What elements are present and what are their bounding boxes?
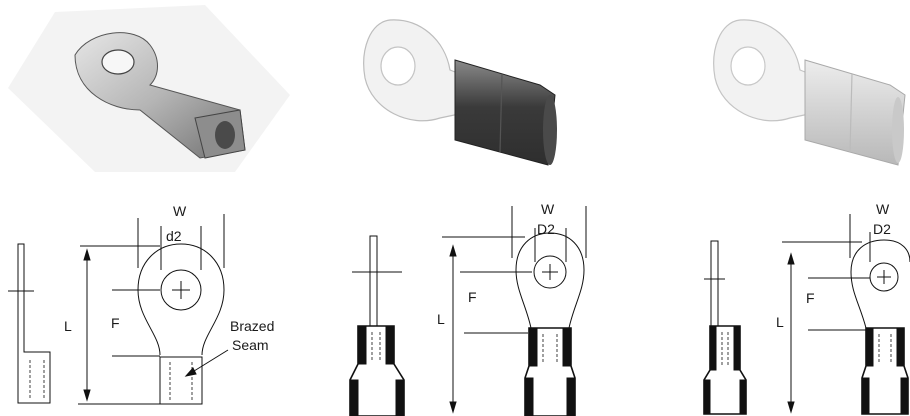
photo-insulated-ring-terminal-clear [713,19,906,166]
label-d2: d2 [166,228,182,244]
label-f: F [468,289,477,305]
drawing-non-insulated: W d2 F L Brazed Seam [8,203,274,405]
front-view-2 [442,206,587,416]
drawing-insulated-1: W D2 F L [349,201,587,416]
label-d2: D2 [537,221,555,237]
label-w: W [173,203,187,219]
label-l: L [776,314,784,330]
photo-insulated-ring-terminal-dark [363,19,557,166]
side-profile-2 [349,235,405,416]
label-d2: D2 [873,221,891,237]
label-w: W [541,201,555,217]
side-profile-1 [8,243,51,404]
photo-non-insulated-ring-terminal [8,5,290,172]
label-w: W [876,201,890,217]
side-profile-3 [703,240,747,415]
label-f: F [806,290,815,306]
front-view-3 [782,214,910,415]
label-l: L [64,318,72,334]
label-l: L [437,311,445,327]
label-f: F [111,315,120,331]
label-brazed: Brazed [230,318,274,334]
drawing-insulated-2: W D2 F L [703,201,910,415]
front-view-1 [78,214,229,405]
label-seam: Seam [232,337,269,353]
